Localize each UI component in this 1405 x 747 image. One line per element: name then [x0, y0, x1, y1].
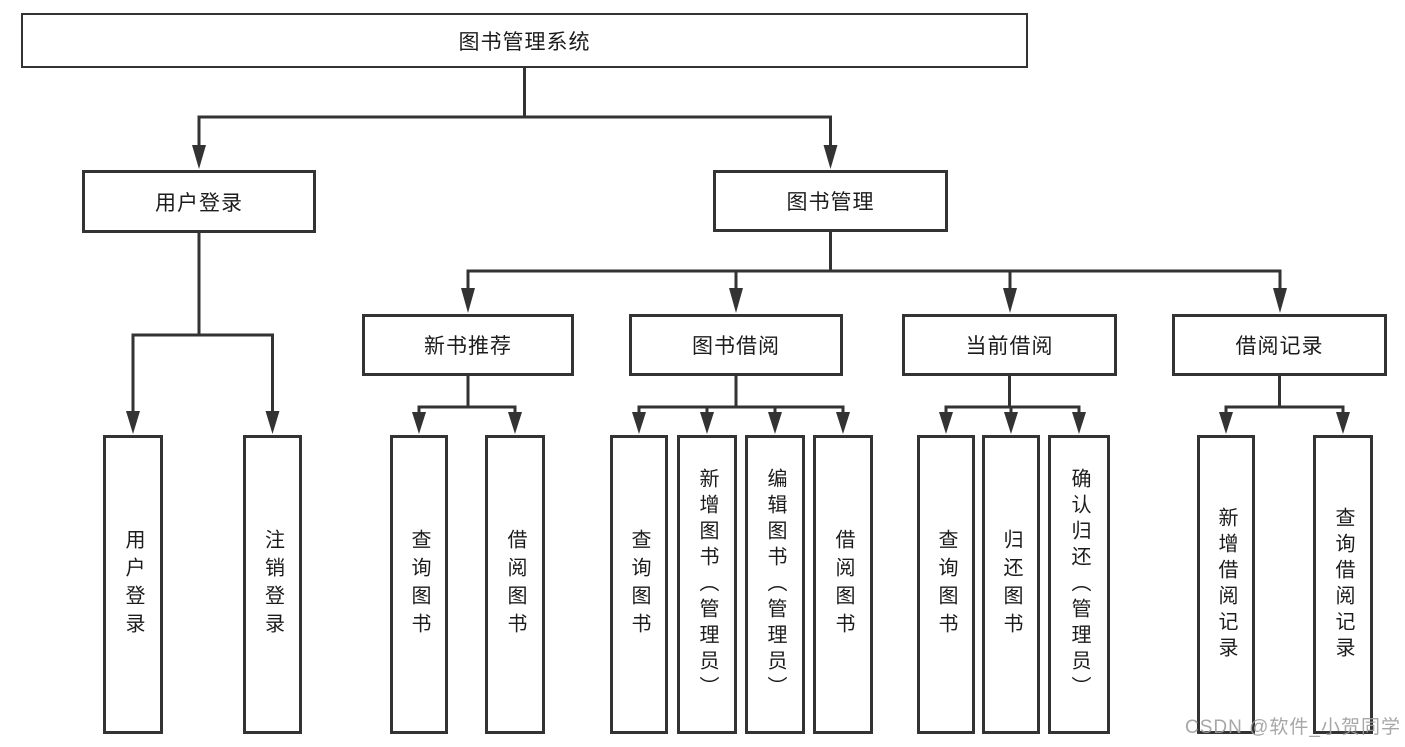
leaf-bb-query-books: 查询图书: [610, 435, 668, 734]
arrowheads: [126, 145, 1350, 434]
node-current-borrowing: 当前借阅: [902, 314, 1117, 376]
node-new-book-recommend: 新书推荐: [362, 314, 574, 376]
leaf-nb-query-books: 查询图书: [390, 435, 448, 734]
leaf-cb-return-books: 归还图书: [982, 435, 1040, 734]
leaf-br-add-record: 新增借阅记录: [1197, 435, 1255, 734]
leaf-logout: 注销登录: [243, 435, 302, 734]
leaf-cb-query-books: 查询图书: [917, 435, 975, 734]
csdn-watermark: CSDN @软件_小贺同学: [1185, 717, 1401, 738]
node-book-borrowing: 图书借阅: [629, 314, 843, 376]
node-library-management-system: 图书管理系统: [21, 13, 1028, 68]
leaf-user-login: 用户登录: [103, 435, 163, 734]
leaf-bb-edit-books-admin: 编辑图书（管理员）: [745, 435, 805, 734]
leaf-bb-borrow-books: 借阅图书: [813, 435, 873, 734]
node-user-login: 用户登录: [82, 170, 316, 233]
leaf-nb-borrow-books: 借阅图书: [485, 435, 545, 734]
leaf-br-query-record: 查询借阅记录: [1313, 435, 1373, 734]
node-borrowing-records: 借阅记录: [1172, 314, 1387, 376]
leaf-cb-confirm-return-admin: 确认归还（管理员）: [1048, 435, 1110, 734]
node-book-management: 图书管理: [713, 170, 948, 232]
leaf-bb-add-books-admin: 新增图书（管理员）: [677, 435, 737, 734]
